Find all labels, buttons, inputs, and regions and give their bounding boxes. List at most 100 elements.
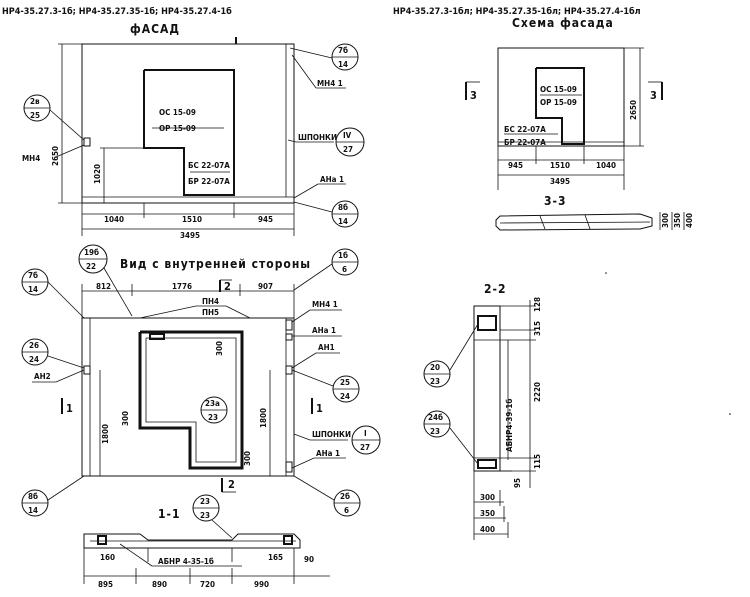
svg-text:26: 26 [29,341,39,350]
svg-text:27: 27 [360,443,370,452]
sec33-dim-350: 350 [673,213,682,228]
header-right: НР4-35.27.3-1бл; НР4-35.27.35-1бл; НР4-3… [393,6,641,17]
inner-bubble-1b: 1б 6 [293,248,359,291]
facade-door-top: БС 22-07А [188,161,230,170]
scheme-window-bottom: ОР 15-09 [540,98,577,107]
facade-scheme-view: ОС 15-09 ОР 15-09 БС 22-07А БР 22-07А 26… [465,47,663,190]
inner-cut2-top: 2 [224,280,231,293]
scheme-dim-2650: 2650 [629,100,638,120]
inner-label-mn41: МН4 1 [312,300,338,309]
title-section-1-1: 1-1 [158,507,181,521]
section-1-1: 1-1 23 23 АБНР 4-35-1б 160 165 90 895 89… [83,494,330,589]
scheme-dim-1040: 1040 [596,161,616,170]
sec22-dim-115: 115 [533,454,542,469]
facade-label-mn41: МН4 1 [317,79,343,88]
inner-bubble-26: 26 24 [21,338,85,369]
inner-dim-300-a: 300 [215,341,224,356]
svg-text:19б: 19б [84,247,99,257]
sec11-dim-160: 160 [100,553,115,562]
facade-panel-outline [81,43,295,204]
facade-dim-3495: 3495 [180,231,200,240]
scheme-door-top: БС 22-07А [504,125,546,134]
inner-view: Вид с внутренней стороны 812 1776 907 2 … [21,244,381,517]
inner-label-ana1: АНа 1 [312,326,336,335]
svg-text:14: 14 [338,217,348,226]
sec11-dim-890: 890 [152,580,167,589]
facade-label-ana1: АНа 1 [320,175,344,184]
svg-text:IV: IV [343,131,352,140]
inner-label-an1: АН1 [318,343,335,352]
svg-text:7б: 7б [338,45,348,55]
sec22-bubble-20: 20 23 [423,323,479,388]
svg-text:14: 14 [338,60,348,69]
inner-label-pn4: ПН4 [202,297,219,306]
svg-text:6: 6 [344,506,349,515]
svg-text:I: I [364,429,367,438]
svg-text:23а: 23а [205,399,220,408]
scheme-cut-right: 3 [650,89,657,102]
inner-dim-300-b: 300 [121,411,130,426]
title-section-2-2: 2-2 [484,282,507,296]
svg-text:24: 24 [340,392,350,401]
section-2-2: 2-2 АБНР4-39-1б 128 315 2220 115 95 300 … [423,282,542,540]
svg-text:20: 20 [430,363,440,372]
inner-label-ana1-b: АНа 1 [316,449,340,458]
svg-text:23: 23 [430,427,440,436]
title-facade: фАСАД [130,22,180,36]
svg-text:2б: 2б [340,491,350,501]
facade-label-mn4: МН4 [22,154,40,163]
sec22-dim-300: 300 [480,493,495,502]
svg-text:8б: 8б [28,491,38,501]
title-facade-scheme: Схема фасада [512,16,614,30]
facade-dim-1020: 1020 [93,164,102,184]
scheme-dim-1510: 1510 [550,161,570,170]
facade-bubble-8b: 8б 14 [293,200,359,228]
inner-dim-1800-right: 1800 [259,408,268,428]
inner-opening [138,330,244,470]
sec22-dim-350: 350 [480,509,495,518]
svg-text:24: 24 [29,355,39,364]
inner-bubble-23a: 23а 23 [200,396,228,424]
facade-view: ОС 15-09 ОР 15-09 БС 22-07А БР 22-07А 26… [22,37,365,240]
facade-bubble-2b: 2в 25 [23,94,85,141]
scheme-cut-left: 3 [470,89,477,102]
sec22-dim-400: 400 [480,525,495,534]
inner-cut1-right: 1 [316,402,323,415]
sec33-dim-300: 300 [661,213,670,228]
sec11-dim-895: 895 [98,580,113,589]
sec22-dim-128: 128 [533,297,542,312]
svg-text:23: 23 [430,377,440,386]
facade-dim-2650: 2650 [51,146,60,166]
inner-cut2-bottom: 2 [228,478,235,491]
scheme-window-top: ОС 15-09 [540,85,577,94]
sec22-dim-315: 315 [533,321,542,336]
facade-dim-1510: 1510 [182,215,202,224]
facade-window-bottom: ОР 15-09 [159,124,196,133]
inner-dim-1800-left: 1800 [101,424,110,444]
svg-text:27: 27 [343,145,353,154]
inner-bubble-25: 25 24 [291,369,360,403]
scheme-door-bottom: БР 22-07А [504,138,546,147]
sec22-label: АБНР4-39-1б [504,399,514,452]
scheme-opening [535,67,585,145]
facade-door-bottom: БР 22-07А [188,177,230,186]
sec22-dim-2220: 2220 [533,382,542,402]
svg-text:22: 22 [86,262,96,271]
svg-text:1б: 1б [338,250,348,260]
inner-label-shponki: ШПОНКИ [312,430,351,439]
scheme-dim-945: 945 [508,161,523,170]
facade-dim-945: 945 [258,215,273,224]
inner-dim-1776: 1776 [172,282,192,291]
svg-text:8б: 8б [338,202,348,212]
svg-text:6: 6 [342,265,347,274]
title-inner-view: Вид с внутренней стороны [120,257,311,271]
inner-label-an2: АН2 [34,372,51,381]
sec11-dim-165: 165 [268,553,283,562]
inner-cut1-left: 1 [66,402,73,415]
sec11-bubble-23: 23 23 [192,494,233,539]
inner-dim-300-c: 300 [243,451,252,466]
scheme-dim-3495: 3495 [550,177,570,186]
sec11-dim-990: 990 [254,580,269,589]
sec11-label: АБНР 4-35-1б [158,556,214,566]
